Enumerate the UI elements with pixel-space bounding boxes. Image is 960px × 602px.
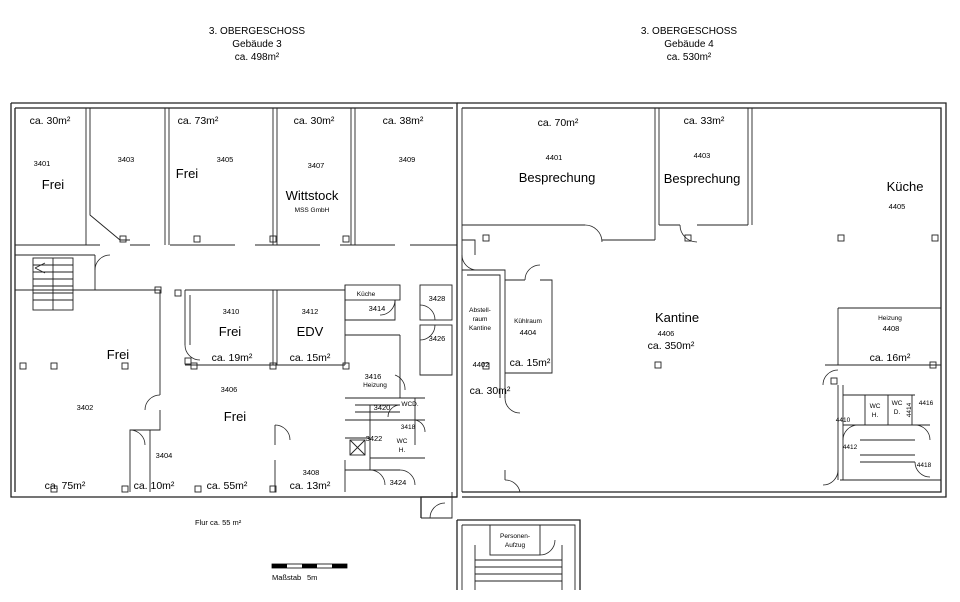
- label-abstell-3: Kantine: [469, 325, 491, 332]
- room-number-4403: 4403: [694, 151, 711, 160]
- room-label-wc-4h: WC: [870, 403, 881, 410]
- room-label-3412: EDV: [297, 324, 324, 339]
- area-4402: ca. 30m²: [470, 385, 511, 397]
- room-number-3404: 3404: [156, 451, 173, 460]
- room-number-3401: 3401: [34, 159, 51, 168]
- room-label-4405: Küche: [887, 179, 924, 194]
- header-building: Gebäude 3: [232, 39, 282, 50]
- walls-entrance: [421, 492, 581, 590]
- header-floor: 3. OBERGESCHOSS: [640, 26, 738, 37]
- room-label-wcd: WCD.: [401, 401, 419, 408]
- room-label-kuehlraum: Kühlraum: [514, 318, 542, 325]
- header-floor: 3. OBERGESCHOSS: [208, 26, 306, 37]
- scale-label: Maßstab: [272, 573, 301, 582]
- area-3403: ca. 73m²: [178, 115, 219, 127]
- room-number-4412: 4412: [843, 444, 858, 451]
- label-elevator-2: Aufzug: [505, 542, 526, 549]
- room-number-3408: 3408: [303, 468, 320, 477]
- header-building-4: 3. OBERGESCHOSS Gebäude 4 ca. 530m²: [589, 25, 789, 64]
- columns: [19, 234, 939, 493]
- header-building: Gebäude 4: [664, 39, 714, 50]
- room-number-3403: 3403: [118, 155, 135, 164]
- scale-bar: [271, 563, 348, 569]
- room-label-4401: Besprechung: [519, 170, 596, 185]
- room-number-4401: 4401: [546, 153, 563, 162]
- area-3409: ca. 38m²: [383, 115, 424, 127]
- room-number-4404: 4404: [520, 328, 537, 337]
- room-label-wc-4d: WC: [892, 400, 903, 407]
- room-number-4416: 4416: [919, 400, 934, 407]
- label-abstell-2: raum: [473, 316, 488, 323]
- area-4406: ca. 350m²: [648, 340, 695, 352]
- room-number-3420: 3420: [374, 403, 391, 412]
- header-area: ca. 498m²: [234, 52, 280, 63]
- corridor-area: Flur ca. 55 m²: [195, 518, 242, 527]
- room-label-kantine: Kantine: [655, 310, 699, 325]
- room-label-wc-4h-h: H.: [872, 412, 879, 419]
- scale-length: 5m: [307, 573, 317, 582]
- room-label-3406: Frei: [224, 409, 247, 424]
- room-number-3409: 3409: [399, 155, 416, 164]
- outer-walls: [10, 102, 947, 518]
- room-number-3407: 3407: [308, 161, 325, 170]
- room-number-4408: 4408: [883, 324, 900, 333]
- room-label-kueche-small: Küche: [357, 291, 376, 298]
- walls-building-3-middle: [15, 285, 346, 492]
- tenant-name: Wittstock: [286, 188, 339, 203]
- room-label-4403: Besprechung: [664, 171, 741, 186]
- walls-building-3-top: [15, 108, 457, 256]
- header-area: ca. 530m²: [666, 52, 712, 63]
- room-label-3403: Frei: [176, 166, 199, 181]
- room-number-3426: 3426: [429, 334, 446, 343]
- room-number-4402: 4402: [473, 360, 490, 369]
- tenant-company: MSS GmbH: [295, 207, 330, 214]
- room-number-3422: 3422: [366, 434, 383, 443]
- room-number-3416: 3416: [365, 372, 382, 381]
- area-3402: ca. 75m²: [45, 480, 86, 492]
- area-3408: ca. 13m²: [290, 480, 331, 492]
- room-number-3424: 3424: [390, 478, 407, 487]
- room-label-3401: Frei: [42, 177, 65, 192]
- room-label-3410: Frei: [219, 324, 242, 339]
- area-3407: ca. 30m²: [294, 115, 335, 127]
- room-label-3402: Frei: [107, 347, 130, 362]
- room-label-wc-3b-h: H.: [399, 447, 406, 454]
- header-building-3: 3. OBERGESCHOSS Gebäude 3 ca. 498m²: [157, 25, 357, 64]
- room-number-3414: 3414: [369, 304, 386, 313]
- label-abstell-1: Abstell-: [469, 307, 491, 314]
- room-label-wc-3b: WC: [397, 438, 408, 445]
- area-3406: ca. 55m²: [207, 480, 248, 492]
- staircase-left: [15, 254, 111, 311]
- room-label-heizung-3416: Heizung: [363, 382, 387, 389]
- area-3412: ca. 15m²: [290, 352, 331, 364]
- room-number-4414: 4414: [906, 402, 913, 417]
- room-number-3406: 3406: [221, 385, 238, 394]
- area-3410: ca. 19m²: [212, 352, 253, 364]
- room-number-4406: 4406: [658, 329, 675, 338]
- room-number-3412: 3412: [302, 307, 319, 316]
- area-4408: ca. 16m²: [870, 352, 911, 364]
- room-number-3428: 3428: [429, 294, 446, 303]
- area-3401: ca. 30m²: [30, 115, 71, 127]
- room-number-3410: 3410: [223, 307, 240, 316]
- room-number-4418: 4418: [917, 462, 932, 469]
- area-3404: ca. 10m²: [134, 480, 175, 492]
- room-number-3418: 3418: [401, 424, 416, 431]
- room-label-wc-4d-d: D.: [894, 409, 901, 416]
- label-elevator-1: Personen-: [500, 533, 530, 540]
- room-number-3405: 3405: [217, 155, 234, 164]
- walls-building-4: [461, 108, 941, 493]
- walls-service-core: [344, 284, 453, 486]
- room-number-4405: 4405: [889, 202, 906, 211]
- area-4401: ca. 70m²: [538, 117, 579, 129]
- area-4403: ca. 33m²: [684, 115, 725, 127]
- area-4404: ca. 15m²: [510, 357, 551, 369]
- room-number-4410: 4410: [836, 417, 851, 424]
- room-label-heizung-4408: Heizung: [878, 315, 902, 322]
- room-number-3402: 3402: [77, 403, 94, 412]
